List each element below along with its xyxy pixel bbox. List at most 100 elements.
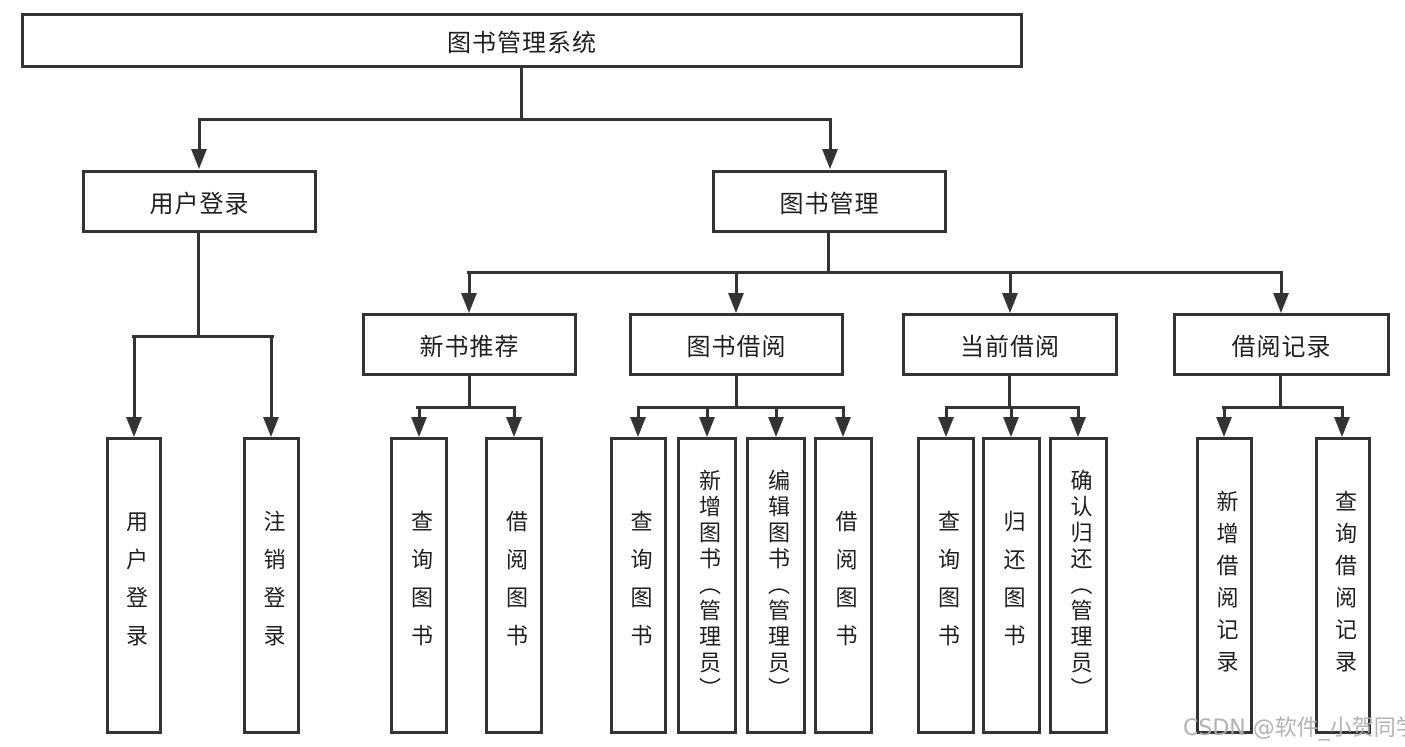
node-label: 确认归还（管理员） — [1066, 468, 1092, 703]
connector-line — [197, 121, 201, 149]
arrow-to-query-borrow-record — [1334, 409, 1350, 437]
connector-line — [269, 338, 273, 417]
arrow-down-icon — [1334, 417, 1350, 437]
connector-new-book-recommend-stem — [468, 376, 471, 409]
node-label: 新增图书（管理员） — [695, 468, 720, 703]
connector-line — [1340, 409, 1344, 417]
arrow-down-icon — [630, 417, 646, 437]
arrow-to-user-login — [191, 121, 207, 169]
node-label: 归还图书 — [999, 509, 1025, 662]
connector-line — [944, 409, 948, 417]
connector-line — [734, 274, 738, 293]
arrow-to-new-book-recommend — [461, 274, 477, 313]
node-label: 编辑图书（管理员） — [764, 468, 789, 703]
connector-line — [841, 409, 845, 417]
arrow-to-add-books — [699, 409, 715, 437]
connector-book-management-stem — [827, 233, 830, 274]
connector-line — [828, 121, 832, 149]
node-label: 查询图书 — [407, 509, 432, 662]
node-label: 新书推荐 — [419, 333, 520, 361]
leaf-query-books-borrow: 查询图书 — [610, 437, 667, 734]
leaf-query-borrow-record: 查询借阅记录 — [1315, 437, 1371, 734]
arrow-to-borrow-records — [1273, 274, 1289, 313]
node-label: 用户登录 — [149, 190, 250, 218]
node-user-login: 用户登录 — [82, 170, 317, 233]
connector-book-management-branch — [467, 271, 1283, 274]
node-label: 新增借阅记录 — [1212, 489, 1238, 682]
arrow-to-query-books-2 — [630, 409, 646, 437]
leaf-query-books-recommend: 查询图书 — [390, 437, 448, 734]
arrow-down-icon — [411, 417, 427, 437]
connector-current-borrow-branch — [945, 406, 1080, 409]
arrow-to-query-books-1 — [411, 409, 427, 437]
node-library-system: 图书管理系统 — [21, 13, 1023, 68]
connector-line — [1076, 409, 1080, 417]
arrow-to-borrow-books-2 — [835, 409, 851, 437]
connector-line — [774, 409, 778, 417]
arrow-to-leaf-logout — [263, 338, 279, 437]
arrow-down-icon — [126, 417, 142, 437]
arrow-down-icon — [768, 417, 784, 437]
arrow-to-book-management — [822, 121, 838, 169]
arrow-down-icon — [506, 417, 522, 437]
connector-line — [417, 409, 421, 417]
arrow-down-icon — [263, 417, 279, 437]
leaf-borrow-books-recommend: 借阅图书 — [485, 437, 543, 734]
connector-line — [1008, 274, 1012, 293]
node-label: 图书管理 — [779, 190, 880, 218]
connector-root-branch — [198, 118, 832, 121]
connector-borrow-records-stem — [1279, 376, 1282, 409]
connector-line — [1222, 409, 1226, 417]
connector-line — [1009, 409, 1013, 417]
leaf-edit-books-admin: 编辑图书（管理员） — [746, 437, 806, 734]
connector-line — [512, 409, 516, 417]
leaf-query-books-current: 查询图书 — [917, 437, 975, 734]
arrow-down-icon — [1002, 293, 1018, 313]
connector-line — [705, 409, 709, 417]
leaf-return-books: 归还图书 — [982, 437, 1041, 734]
node-borrow-records: 借阅记录 — [1173, 313, 1390, 376]
connector-borrow-records-branch — [1222, 406, 1344, 409]
node-label: 查询图书 — [626, 509, 652, 662]
arrow-to-borrow-books-1 — [506, 409, 522, 437]
leaf-borrow-books: 借阅图书 — [814, 437, 873, 734]
node-label: 借阅图书 — [831, 509, 857, 662]
arrow-down-icon — [191, 149, 207, 169]
node-label: 借阅记录 — [1231, 333, 1332, 361]
arrow-down-icon — [699, 417, 715, 437]
node-label: 注销登录 — [259, 509, 285, 662]
connector-new-book-recommend-branch — [416, 406, 516, 409]
arrow-down-icon — [1003, 417, 1019, 437]
node-label: 用户登录 — [122, 509, 147, 662]
connector-root-stem — [520, 68, 523, 121]
leaf-confirm-return-admin: 确认归还（管理员） — [1049, 437, 1108, 734]
node-label: 图书借阅 — [686, 333, 787, 361]
arrow-to-edit-books — [768, 409, 784, 437]
arrow-down-icon — [835, 417, 851, 437]
node-current-borrow: 当前借阅 — [902, 313, 1118, 376]
arrow-to-leaf-user-login — [126, 338, 142, 437]
node-label: 查询借阅记录 — [1331, 489, 1356, 682]
arrow-to-confirm-return — [1070, 409, 1086, 437]
node-label: 图书管理系统 — [447, 29, 597, 57]
arrow-down-icon — [1216, 417, 1232, 437]
arrow-down-icon — [822, 149, 838, 169]
arrow-down-icon — [1070, 417, 1086, 437]
connector-user-login-stem — [197, 233, 200, 338]
connector-line — [467, 274, 471, 293]
arrow-to-book-borrow — [728, 274, 744, 313]
node-label: 借阅图书 — [502, 509, 527, 662]
node-label: 查询图书 — [934, 509, 959, 662]
arrow-down-icon — [1273, 293, 1289, 313]
connector-line — [636, 409, 640, 417]
leaf-logout: 注销登录 — [243, 437, 300, 734]
leaf-add-books-admin: 新增图书（管理员） — [677, 437, 737, 734]
arrow-down-icon — [938, 417, 954, 437]
arrow-down-icon — [461, 293, 477, 313]
leaf-add-borrow-record: 新增借阅记录 — [1196, 437, 1253, 734]
arrow-to-return-books — [1003, 409, 1019, 437]
arrow-to-query-books-3 — [938, 409, 954, 437]
connector-line — [1279, 274, 1283, 293]
node-new-book-recommend: 新书推荐 — [362, 313, 577, 376]
